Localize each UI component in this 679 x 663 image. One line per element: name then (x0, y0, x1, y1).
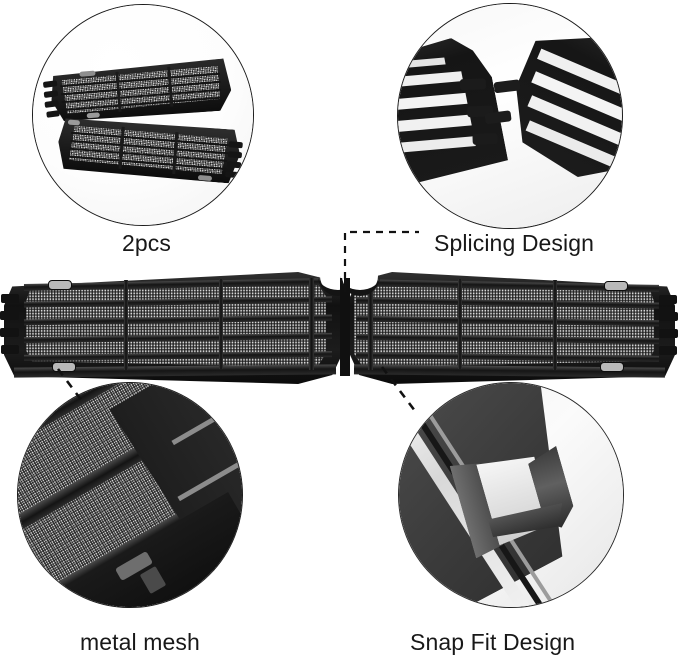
mounting-hole (604, 281, 628, 291)
grille-half-right (340, 268, 678, 384)
inset-snap-fit (398, 382, 624, 608)
mounting-hole (600, 362, 624, 372)
caption-splicing-design: Splicing Design (434, 230, 595, 256)
splice-piece-right (484, 23, 622, 187)
end-clip (659, 312, 678, 321)
caption-snap-fit-design: Snap Fit Design (410, 629, 576, 655)
caption-metal-mesh: metal mesh (80, 629, 200, 655)
end-clip (0, 328, 19, 337)
inset-metal-mesh (17, 382, 243, 608)
inset-splicing-design (397, 3, 623, 229)
mounting-hole (48, 280, 72, 290)
vertical-rib (458, 279, 462, 369)
inset-2pcs (32, 4, 254, 226)
end-clip (659, 346, 677, 355)
photo-two-grille-panels (33, 5, 253, 225)
end-clip (1, 345, 19, 354)
caption-2pcs: 2pcs (122, 230, 171, 256)
mounting-hole (52, 362, 76, 372)
grille-half-left (0, 268, 358, 384)
main-grille-bar (0, 268, 678, 384)
vertical-rib (124, 280, 128, 370)
end-clip (659, 295, 677, 304)
end-clip (0, 311, 19, 320)
end-clip (1, 294, 19, 303)
photo-metal-mesh-closeup (18, 383, 242, 607)
vertical-rib (219, 279, 223, 369)
vertical-rib (368, 278, 373, 370)
end-clip (659, 329, 678, 338)
photo-splice-tabs (398, 4, 622, 228)
vertical-rib (553, 280, 557, 370)
vertical-rib (309, 278, 314, 370)
panel-lower (56, 116, 243, 184)
panel-upper (42, 58, 233, 124)
photo-snap-clip-closeup (399, 383, 623, 607)
